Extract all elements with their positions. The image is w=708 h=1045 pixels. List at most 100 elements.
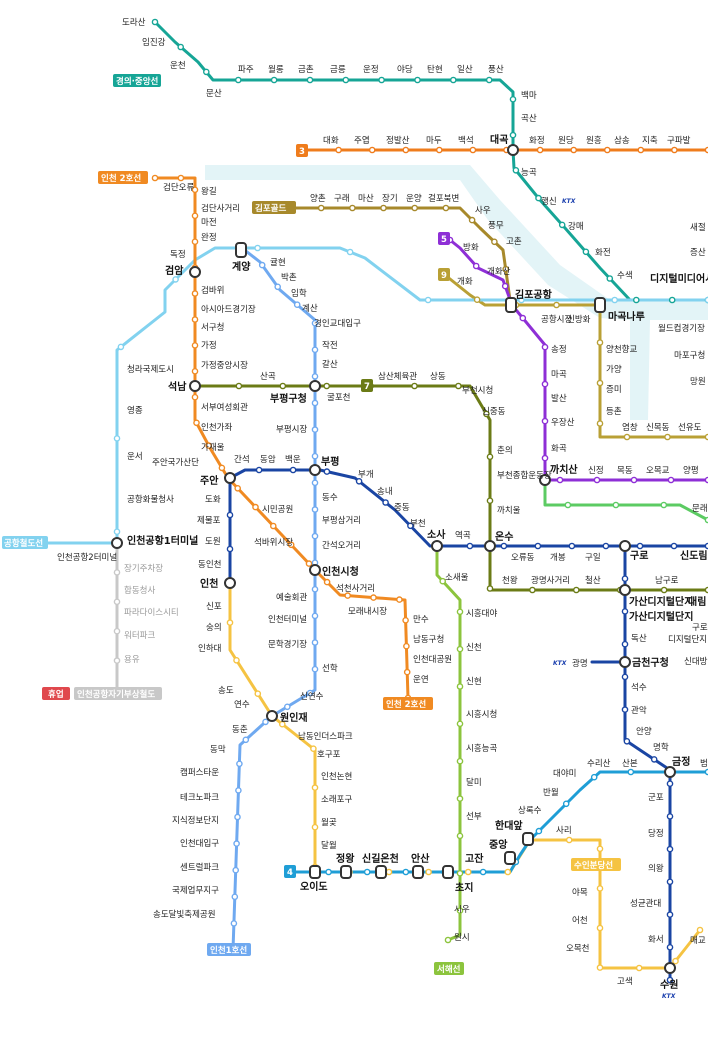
station-dot[interactable] xyxy=(311,399,319,407)
station-dot[interactable] xyxy=(666,976,674,984)
station-dot[interactable] xyxy=(502,265,510,273)
station-dot[interactable] xyxy=(456,645,464,653)
line-9[interactable] xyxy=(443,273,708,439)
station-dot[interactable] xyxy=(456,832,464,840)
station-dot[interactable] xyxy=(435,146,443,154)
station-dot[interactable] xyxy=(512,166,520,174)
station-dot[interactable] xyxy=(242,736,250,744)
station-dot[interactable] xyxy=(664,433,671,441)
station-dot[interactable] xyxy=(287,541,295,549)
station-dot[interactable] xyxy=(456,795,464,802)
station-dot[interactable] xyxy=(564,501,572,509)
station-dot[interactable] xyxy=(254,690,262,698)
station-dot[interactable] xyxy=(311,823,319,831)
station-dot[interactable] xyxy=(310,745,317,753)
station-dot[interactable] xyxy=(191,290,199,297)
station-dot[interactable] xyxy=(191,186,199,194)
station-dot[interactable] xyxy=(151,18,159,26)
station-dot[interactable] xyxy=(472,262,480,270)
station-dot[interactable] xyxy=(231,893,239,901)
station-dot[interactable] xyxy=(509,131,517,139)
station-dot[interactable] xyxy=(596,964,604,971)
station-dot[interactable] xyxy=(666,780,674,788)
station-dot[interactable] xyxy=(704,433,708,441)
station-dot[interactable] xyxy=(667,476,675,484)
station-dot[interactable] xyxy=(596,379,604,387)
station-dot[interactable] xyxy=(370,594,377,601)
station-dot[interactable] xyxy=(456,683,464,690)
station-dot[interactable] xyxy=(565,836,573,844)
station-dot[interactable] xyxy=(606,275,614,282)
station-dot[interactable] xyxy=(234,76,242,84)
station-dot[interactable] xyxy=(621,608,629,615)
station-dot[interactable] xyxy=(363,868,371,876)
station-dot[interactable] xyxy=(424,296,432,304)
station-dot[interactable] xyxy=(501,282,509,290)
station-dot[interactable] xyxy=(623,433,631,441)
station-dot[interactable] xyxy=(582,248,590,256)
station-dot[interactable] xyxy=(668,296,676,304)
station-dot[interactable] xyxy=(604,146,611,154)
station-dot[interactable] xyxy=(442,204,450,212)
station-dot[interactable] xyxy=(113,435,121,442)
station-dot[interactable] xyxy=(596,420,604,427)
station-dot[interactable] xyxy=(191,367,199,375)
station-dot[interactable] xyxy=(456,907,464,914)
station-dot[interactable] xyxy=(234,484,241,492)
station-dot[interactable] xyxy=(191,212,199,220)
station-dot[interactable] xyxy=(666,813,674,820)
station-dot[interactable] xyxy=(518,296,525,304)
station-dot[interactable] xyxy=(402,617,409,624)
station-dot[interactable] xyxy=(444,936,452,944)
station-dot[interactable] xyxy=(633,296,640,304)
station-dot[interactable] xyxy=(306,76,314,84)
station-dot[interactable] xyxy=(456,720,464,728)
line-seohae[interactable] xyxy=(435,544,462,942)
station-dot[interactable] xyxy=(305,560,313,567)
station-dot[interactable] xyxy=(205,442,212,449)
station-dot[interactable] xyxy=(151,174,159,182)
station-dot[interactable] xyxy=(666,878,674,886)
station-dot[interactable] xyxy=(635,964,643,972)
station-dot[interactable] xyxy=(311,319,319,327)
station-dot[interactable] xyxy=(311,586,319,593)
station-dot[interactable] xyxy=(623,738,631,745)
station-dot[interactable] xyxy=(293,301,301,309)
station-dot[interactable] xyxy=(414,76,421,84)
station-dot[interactable] xyxy=(704,476,708,484)
station-dot[interactable] xyxy=(380,204,387,212)
station-dot[interactable] xyxy=(233,657,240,664)
station-dot[interactable] xyxy=(479,868,487,876)
station-dot[interactable] xyxy=(235,787,242,794)
station-dot[interactable] xyxy=(650,756,658,763)
station-dot[interactable] xyxy=(311,639,319,646)
station-dot[interactable] xyxy=(113,598,121,606)
station-dot[interactable] xyxy=(573,586,580,594)
station-dot[interactable] xyxy=(602,542,610,550)
station-dot[interactable] xyxy=(191,342,199,349)
station-dot[interactable] xyxy=(346,248,354,256)
station-dot[interactable] xyxy=(335,146,342,154)
line-1[interactable] xyxy=(228,468,708,585)
station-dot[interactable] xyxy=(177,43,184,51)
station-dot[interactable] xyxy=(535,827,543,835)
station-dot[interactable] xyxy=(449,76,457,84)
station-dot[interactable] xyxy=(226,619,234,626)
station-dot[interactable] xyxy=(202,68,210,76)
station-dot[interactable] xyxy=(456,757,464,765)
station-dot[interactable] xyxy=(473,296,481,304)
station-dot[interactable] xyxy=(627,768,635,776)
station-dot[interactable] xyxy=(562,800,570,808)
station-dot[interactable] xyxy=(696,926,704,934)
station-dot[interactable] xyxy=(396,596,403,603)
station-dot[interactable] xyxy=(226,545,234,553)
station-dot[interactable] xyxy=(568,542,576,550)
station-dot[interactable] xyxy=(553,301,560,309)
station-dot[interactable] xyxy=(117,343,125,351)
station-dot[interactable] xyxy=(385,868,393,876)
station-dot[interactable] xyxy=(402,146,410,154)
station-dot[interactable] xyxy=(570,146,578,154)
station-dot[interactable] xyxy=(306,689,314,697)
station-dot[interactable] xyxy=(236,760,243,768)
station-dot[interactable] xyxy=(311,346,319,354)
